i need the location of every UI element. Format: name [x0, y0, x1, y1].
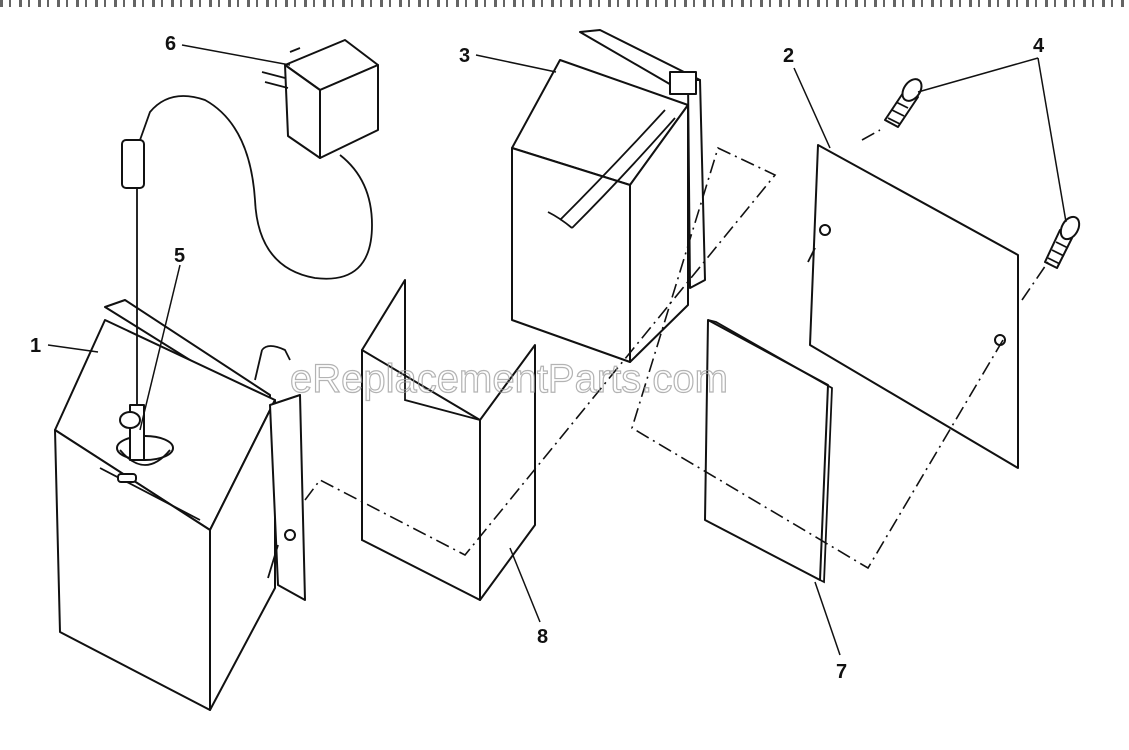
callout-7: 7	[836, 661, 847, 683]
part-6-power-adapter	[121, 39, 379, 280]
part-4-screws	[884, 78, 1081, 269]
callout-labels: 1 2 3 4 5 6 7 8	[30, 33, 1045, 683]
screw-lower	[1044, 215, 1081, 269]
part-3-pump-unit	[511, 29, 706, 363]
part-7-filter-pad	[704, 319, 833, 584]
part-8-u-bracket	[361, 279, 536, 601]
part-5-float-sensor	[119, 170, 145, 461]
callout-3: 3	[459, 45, 470, 67]
callout-5: 5	[174, 245, 185, 267]
assembly-dash-lines	[304, 129, 1049, 570]
part-2-cover-panel	[807, 144, 1019, 469]
scan-edge-artifact	[0, 0, 1129, 7]
watermark-text: eReplacementParts.com	[290, 357, 728, 401]
callout-8: 8	[537, 626, 548, 648]
part-1-tank	[54, 299, 306, 711]
callout-2: 2	[783, 45, 794, 67]
screw-upper	[884, 78, 923, 128]
callout-6: 6	[165, 33, 176, 55]
callout-1: 1	[30, 335, 41, 357]
callout-4: 4	[1033, 35, 1045, 57]
leader-lines	[47, 44, 1067, 656]
